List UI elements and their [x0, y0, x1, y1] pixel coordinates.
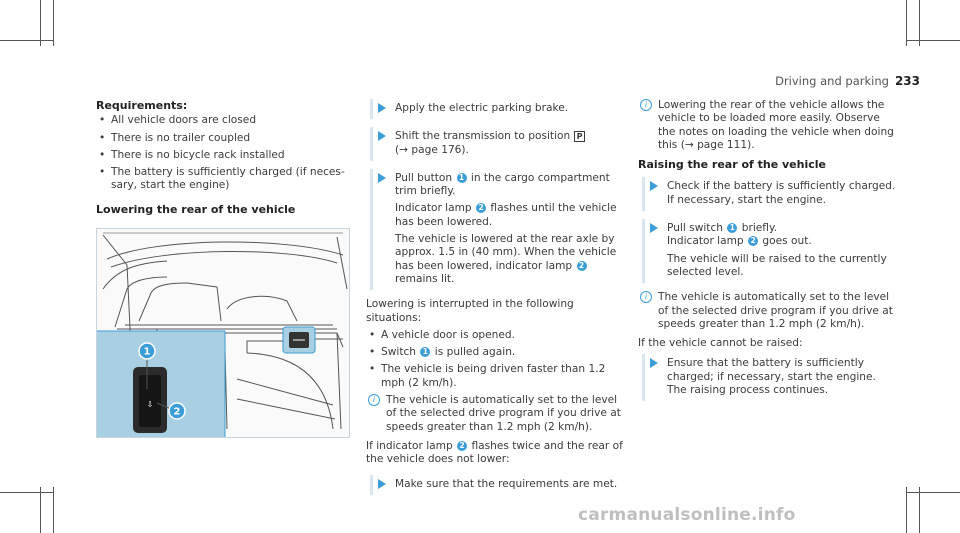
step-text: Apply the electric parking brake.: [395, 102, 569, 114]
instruction-step: Shift the transmission to position P(→ p…: [370, 127, 624, 161]
instruction-step: Pull button 1 in the cargo compartment t…: [370, 168, 624, 291]
list-item: There is no trailer coupled: [96, 132, 348, 146]
step-arrow-icon: [650, 223, 658, 234]
list-item: A vehicle door is opened.: [366, 329, 624, 343]
list-item: Switch 1 is pulled again.: [366, 346, 624, 360]
step-text: Pull button 1 in the cargo compartment t…: [395, 171, 610, 198]
info-icon: i: [640, 291, 652, 304]
crop-mark: [53, 0, 54, 46]
step-arrow-icon: [650, 358, 658, 369]
callout-badge-1: 1: [727, 223, 738, 234]
requirements-heading: Requirements:: [96, 99, 188, 112]
crop-mark: [906, 0, 907, 46]
info-note: i The vehicle is automatically set to th…: [638, 291, 900, 331]
list-item: The battery is sufficiently charged (if …: [96, 166, 348, 193]
section-title: Driving and parking: [775, 74, 889, 88]
park-position-icon: P: [573, 131, 586, 143]
instruction-step: Check if the battery is sufficiently cha…: [642, 177, 900, 212]
watermark: carmanualsonline.info: [578, 505, 796, 525]
info-icon: i: [368, 394, 380, 407]
interrupt-list: A vehicle door is opened. Switch 1 is pu…: [366, 329, 624, 390]
instruction-step: Apply the electric parking brake.: [370, 99, 624, 120]
list-item: All vehicle doors are closed: [96, 114, 348, 128]
cargo-compartment-illustration: ⇩ 1 2: [96, 228, 350, 438]
crop-mark: [40, 0, 41, 46]
step-result: The vehicle is lowered at the rear axle …: [395, 233, 617, 285]
crop-mark: [0, 492, 54, 493]
crop-mark: [919, 487, 920, 533]
instruction-step: Ensure that the battery is sufficiently …: [642, 354, 900, 402]
info-note: i The vehicle is automatically set to th…: [366, 394, 624, 434]
step-arrow-icon: [378, 103, 386, 113]
callout-badge-1: 1: [456, 172, 467, 183]
callout-1: 1: [144, 347, 151, 358]
info-icon: i: [640, 99, 652, 111]
step-text: Check if the battery is sufficiently cha…: [667, 180, 896, 206]
list-item: The vehicle is being driven faster than …: [366, 363, 624, 390]
instruction-step: Make sure that the requirements are met.: [370, 474, 624, 495]
raising-heading: Raising the rear of the vehicle: [638, 158, 826, 172]
crop-mark: [40, 487, 41, 533]
note-text: Lowering the rear of the vehicle allows …: [658, 99, 894, 151]
step-text: Shift the transmission to position P(→ p…: [395, 130, 624, 157]
cannot-raise-condition: If the vehicle cannot be raised:: [638, 337, 803, 350]
page-reference: (→ page 176).: [395, 143, 469, 156]
info-note: i Lowering the rear of the vehicle allow…: [638, 99, 900, 152]
step-arrow-icon: [378, 172, 386, 183]
step-text: Ensure that the battery is sufficiently …: [667, 357, 876, 397]
callout-badge-2: 2: [748, 236, 759, 247]
lowering-heading: Lowering the rear of the vehicle: [96, 202, 296, 216]
flash-condition: If indicator lamp 2 flashes twice and th…: [366, 439, 623, 466]
requirements-list: All vehicle doors are closed There is no…: [96, 114, 348, 192]
callout-badge-2: 2: [457, 440, 468, 451]
cargo-illustration-svg: ⇩ 1 2: [97, 232, 348, 437]
step-text: Make sure that the requirements are met.: [395, 477, 618, 490]
step-text: Pull switch 1 briefly.Indicator lamp 2 g…: [667, 222, 812, 248]
callout-badge-2: 2: [576, 260, 587, 271]
callout-2: 2: [174, 407, 181, 418]
step-text: Indicator lamp 2 flashes until the vehic…: [395, 202, 617, 228]
column-1: Requirements: All vehicle doors are clos…: [96, 99, 348, 218]
step-arrow-icon: [378, 478, 386, 489]
crop-mark: [0, 40, 54, 41]
step-arrow-icon: [650, 181, 658, 192]
instruction-step: Pull switch 1 briefly.Indicator lamp 2 g…: [642, 219, 900, 284]
crop-mark: [53, 487, 54, 533]
page-number: 233: [894, 74, 920, 88]
crop-mark: [906, 487, 907, 533]
interrupt-intro: Lowering is interrupted in the following…: [366, 298, 574, 324]
callout-badge-2: 2: [476, 203, 487, 214]
crop-mark: [919, 0, 920, 46]
step-arrow-icon: [378, 131, 386, 142]
step-result: The vehicle will be raised to the curren…: [667, 252, 887, 278]
svg-text:⇩: ⇩: [147, 400, 154, 409]
crop-mark: [906, 492, 960, 493]
callout-badge-1: 1: [420, 347, 431, 358]
running-header: Driving and parking 233: [775, 74, 920, 88]
column-2: Apply the electric parking brake. Shift …: [366, 99, 624, 503]
column-3: i Lowering the rear of the vehicle allow…: [638, 99, 900, 409]
crop-mark: [906, 40, 960, 41]
note-text: The vehicle is automatically set to the …: [658, 291, 893, 330]
note-text: The vehicle is automatically set to the …: [386, 394, 621, 433]
list-item: There is no bicycle rack installed: [96, 149, 348, 163]
